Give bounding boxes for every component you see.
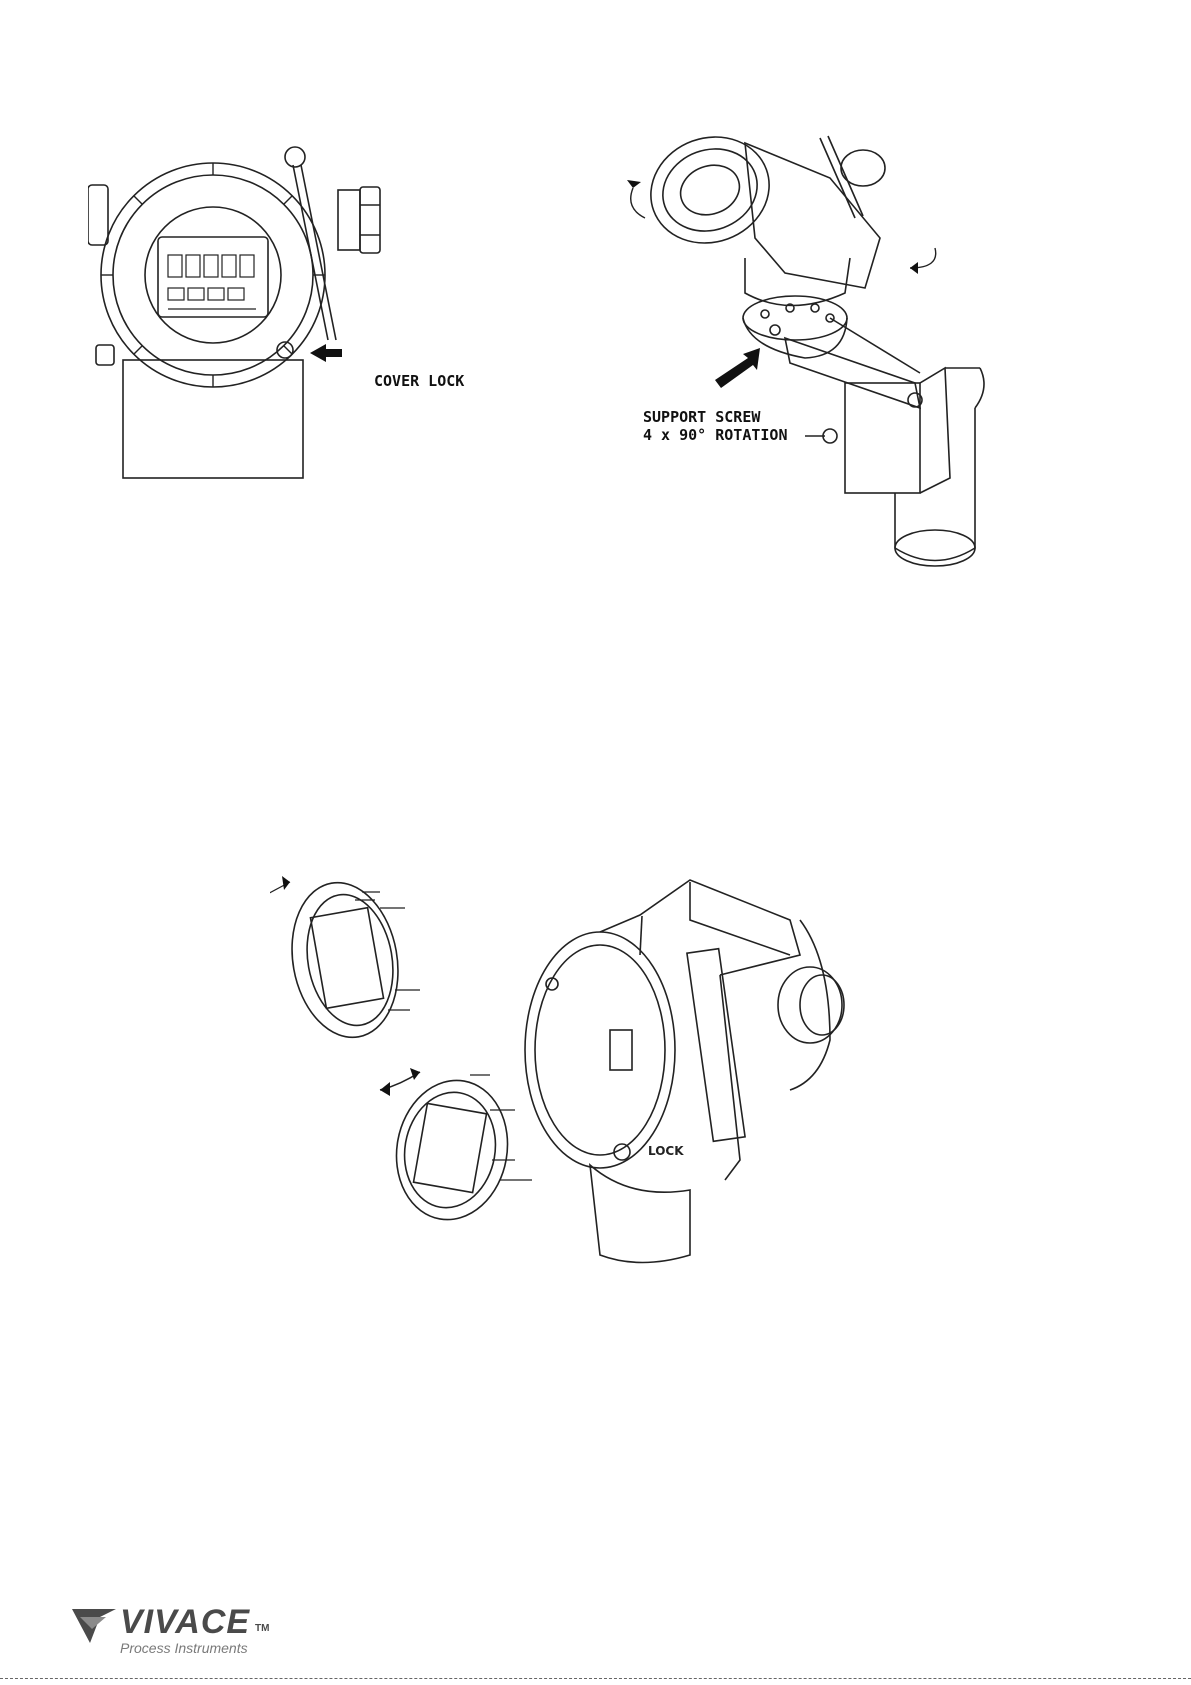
display-rotation-drawing: LOCK: [270, 860, 910, 1290]
housing-rotation-figure: [615, 118, 1075, 598]
footer-rule: [0, 1678, 1191, 1681]
svg-text:LOCK: LOCK: [648, 1144, 684, 1158]
housing-front-figure: [88, 145, 508, 485]
vivace-logo: VIVACE TM Process Instruments: [70, 1603, 320, 1659]
display-rotation-figure: LOCK: [270, 860, 910, 1290]
brand-name: VIVACE: [120, 1603, 250, 1642]
support-screw-line2: 4 x 90° ROTATION: [643, 426, 788, 444]
support-screw-label: SUPPORT SCREW 4 x 90° ROTATION: [643, 408, 788, 444]
trademark-mark: TM: [255, 1623, 269, 1634]
cover-lock-label: COVER LOCK: [374, 372, 464, 390]
brand-tagline: Process Instruments: [120, 1640, 248, 1656]
support-screw-line1: SUPPORT SCREW: [643, 408, 760, 426]
vivace-logo-icon: [70, 1603, 118, 1647]
housing-front-drawing: [88, 145, 508, 485]
housing-rotation-drawing: [615, 118, 1075, 598]
